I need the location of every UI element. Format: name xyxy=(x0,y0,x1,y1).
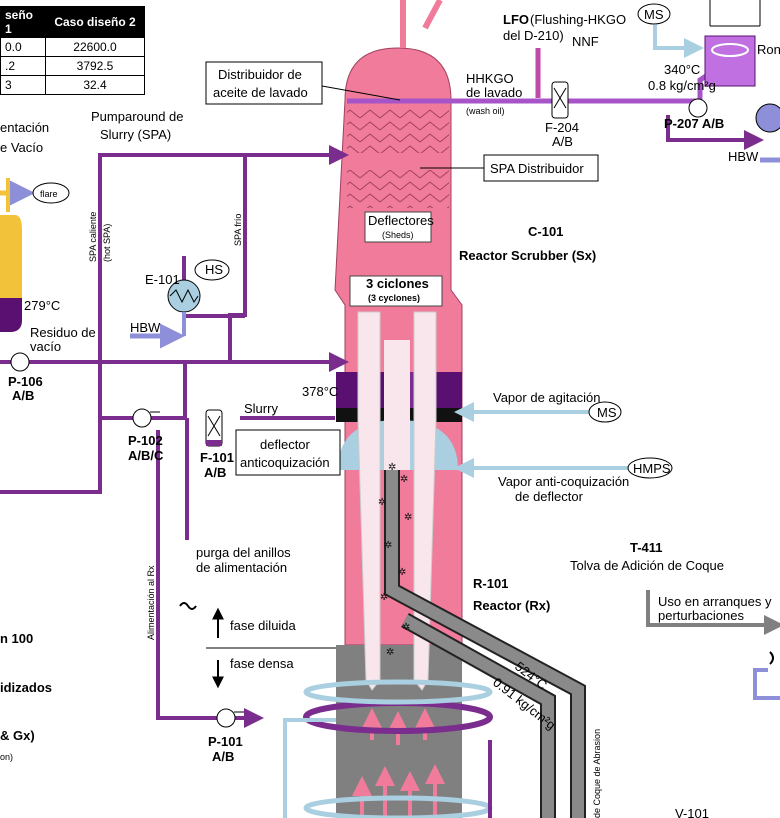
label-lfo: LFO xyxy=(503,12,529,27)
top-right-vessel xyxy=(705,0,760,86)
label-c101: C-101 xyxy=(528,224,563,239)
svg-text:✲: ✲ xyxy=(378,497,386,508)
label-feed-vacuum: entación xyxy=(0,120,49,135)
svg-text:✲: ✲ xyxy=(398,567,406,578)
label-hot-spa: (hot SPA) xyxy=(102,224,112,262)
svg-text:✲: ✲ xyxy=(402,622,410,633)
title-fragment-100: n 100 xyxy=(0,631,33,646)
label-wash-distributor: Distribuidor de xyxy=(218,67,302,82)
pump-p207-icon xyxy=(689,99,707,117)
label-flare: flare xyxy=(40,189,58,199)
label-reactor-rx: Reactor (Rx) xyxy=(473,598,550,613)
label-p106-ab: A/B xyxy=(12,388,34,403)
label-v101: V-101 xyxy=(675,806,709,818)
label-lfo-detail: (Flushing-HKGO xyxy=(530,12,626,27)
label-slurry: Slurry xyxy=(244,401,278,416)
label-p102: P-102 xyxy=(128,433,163,448)
label-hbw-top: HBW xyxy=(728,149,759,164)
label-f101-ab: A/B xyxy=(204,465,226,480)
label-p207: P-207 A/B xyxy=(664,116,724,131)
label-rx-feed: Alimentación al Rx xyxy=(146,565,156,640)
label-pumparound-2: Slurry (SPA) xyxy=(100,127,171,142)
pump-p106-icon xyxy=(11,353,29,371)
label-f101: F-101 xyxy=(200,450,234,465)
label-hmps: HMPS xyxy=(633,461,671,476)
label-spa-hot: SPA caliente xyxy=(88,212,98,262)
label-hhkgo: HHKGO xyxy=(466,71,514,86)
svg-text:✲: ✲ xyxy=(384,540,392,551)
vacuum-residue-vessel xyxy=(0,215,22,332)
label-dilute-phase: fase diluida xyxy=(230,618,297,633)
label-pumparound: Pumparound de xyxy=(91,109,184,124)
label-f204-ab: A/B xyxy=(552,134,573,149)
label-abrasion-coke: de Coque de Abrasion xyxy=(592,729,602,818)
svg-text:✲: ✲ xyxy=(404,512,412,523)
label-dense-phase: fase densa xyxy=(230,656,294,671)
label-agitation-steam: Vapor de agitación xyxy=(493,390,600,405)
svg-text:✲: ✲ xyxy=(400,474,408,485)
svg-text:✲: ✲ xyxy=(380,592,388,603)
label-usage-2: perturbaciones xyxy=(658,608,744,623)
svg-text:✲: ✲ xyxy=(386,647,394,658)
label-anticoke-steam-2: de deflector xyxy=(515,489,584,504)
label-vacuum-residue-2: vacío xyxy=(30,339,61,354)
label-f204: F-204 xyxy=(545,120,579,135)
label-spa-distributor: SPA Distribuidor xyxy=(490,161,584,176)
filter-f101-icon xyxy=(206,410,222,446)
label-cyclones: 3 ciclones xyxy=(366,276,429,291)
label-anticoke-deflector-2: anticoquización xyxy=(240,455,330,470)
label-sheds: (Sheds) xyxy=(382,230,414,240)
label-lfo-source: del D-210) xyxy=(503,28,564,43)
title-fragment-idizados: idizados xyxy=(0,680,52,695)
label-r101: R-101 xyxy=(473,576,508,591)
label-nnf: NNF xyxy=(572,34,599,49)
filter-f204-icon xyxy=(552,82,568,118)
label-anticoke-deflector: deflector xyxy=(260,437,311,452)
title-fragment-gx: & Gx) xyxy=(0,728,35,743)
label-ms-top: MS xyxy=(644,7,664,22)
label-wash-oil: (wash oil) xyxy=(466,106,505,116)
label-subtitle-fragment: on) xyxy=(0,752,13,762)
label-temp-279: 279°C xyxy=(24,298,60,313)
label-cyclones-en: (3 cyclones) xyxy=(368,293,420,303)
label-p101: P-101 xyxy=(208,734,243,749)
label-hbw-left: HBW xyxy=(130,320,161,335)
label-ring-purge: purga del anillos xyxy=(196,545,291,560)
label-spa-cold: SPA frío xyxy=(233,214,243,246)
label-coke-hopper: Tolva de Adición de Coque xyxy=(570,558,724,573)
label-pressure-08: 0.8 kg/cm²g xyxy=(648,78,716,93)
svg-text:✲: ✲ xyxy=(388,462,396,473)
label-e101: E-101 xyxy=(145,272,180,287)
label-vacuum-residue: Residuo de xyxy=(30,325,96,340)
label-usage: Uso en arranques y xyxy=(658,594,772,609)
label-anticoke-steam: Vapor anti-coquización xyxy=(498,474,629,489)
label-wash-distributor-2: aceite de lavado xyxy=(213,85,308,100)
label-reactor-scrubber: Reactor Scrubber (Sx) xyxy=(459,248,596,263)
label-temp-340: 340°C xyxy=(664,62,700,77)
label-ring-purge-2: de alimentación xyxy=(196,560,287,575)
label-temp-378: 378°C xyxy=(302,384,338,399)
label-ms-mid: MS xyxy=(597,405,617,420)
flare-line xyxy=(0,178,30,212)
label-t411: T-411 xyxy=(630,540,663,555)
label-deflectors: Deflectores xyxy=(368,213,434,228)
label-p101-ab: A/B xyxy=(212,749,234,764)
label-p106: P-106 xyxy=(8,374,43,389)
label-ron: Ron xyxy=(757,42,780,57)
label-p102-abc: A/B/C xyxy=(128,448,164,463)
label-hhkgo-2: de lavado xyxy=(466,85,522,100)
label-hs: HS xyxy=(205,262,223,277)
label-feed-vacuum-2: e Vacío xyxy=(0,140,43,155)
